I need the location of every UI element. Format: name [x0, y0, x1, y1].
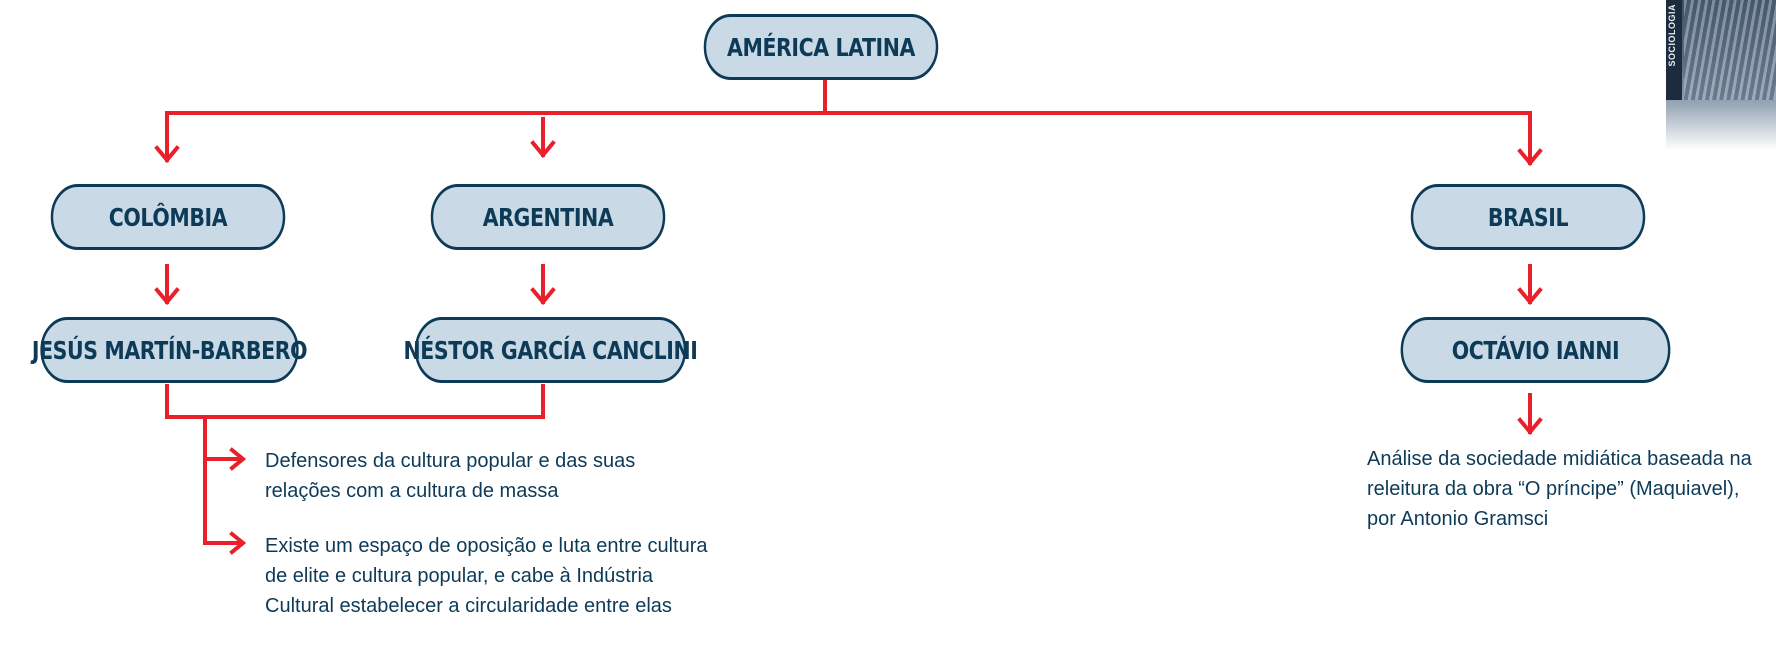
note-defensores: Defensores da cultura popular e das suas… [265, 450, 636, 502]
node-argentina: ARGENTINA [430, 184, 666, 250]
arrowhead-brasil-author [1517, 287, 1543, 306]
arrowhead-colombia-author [154, 287, 180, 306]
node-octavio-ianni: OCTÁVIO IANNI [1400, 317, 1671, 383]
node-nestor-garcia-canclini: NÉSTOR GARCÍA CANCLINI [404, 317, 698, 383]
book-cover-thumbnail: SOCIOLOGIA [1666, 0, 1776, 150]
arrowhead-argentina [530, 140, 556, 159]
node-jesus-martin-barbero: JESÚS MARTÍN-BARBERO [32, 317, 308, 383]
arrowhead-colombia [154, 145, 180, 164]
arrowhead-argentina-author [530, 287, 556, 306]
book-cover-photo [1684, 0, 1776, 100]
arrowhead-brasil [1517, 148, 1543, 167]
node-america-latina: AMÉRICA LATINA [703, 14, 939, 80]
arrowhead-note-espaco [229, 531, 247, 555]
note-espaco: Existe um espaço de oposição e luta entr… [265, 535, 708, 617]
book-spine: SOCIOLOGIA [1666, 0, 1682, 100]
connector-authors-bracket [165, 384, 545, 419]
arrowhead-note-defensores [229, 447, 247, 471]
node-brasil: BRASIL [1410, 184, 1646, 250]
book-spine-title: SOCIOLOGIA [1667, 4, 1677, 67]
arrowhead-ianni-note [1517, 417, 1543, 436]
node-colombia: COLÔMBIA [50, 184, 286, 250]
note-ianni: Análise da sociedade midiática baseada n… [1367, 448, 1752, 530]
